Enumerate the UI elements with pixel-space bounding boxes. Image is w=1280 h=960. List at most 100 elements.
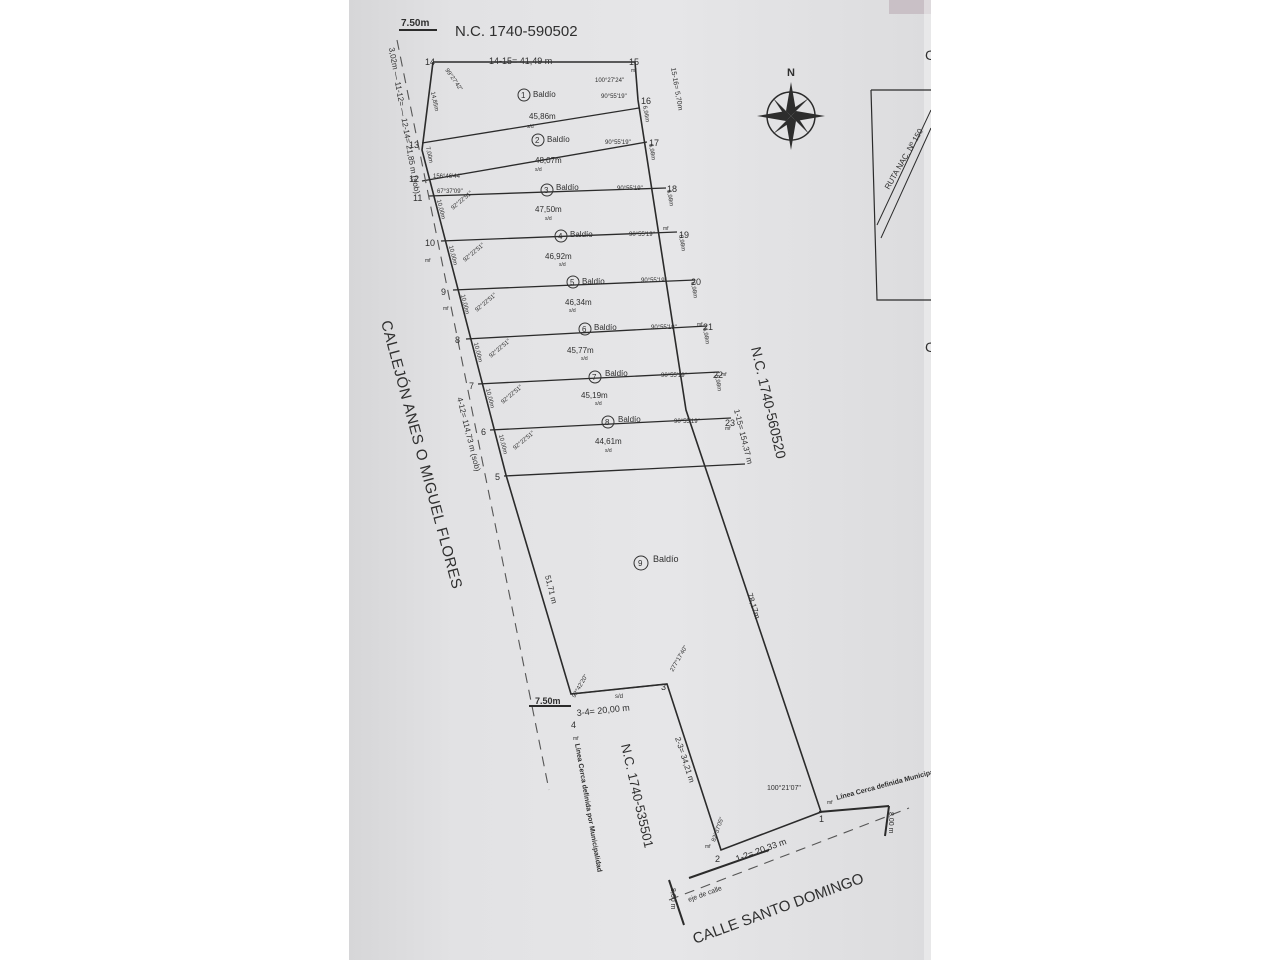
dim-1-2: 1-2= 20,33 m xyxy=(734,836,788,864)
svg-text:Baldío: Baldío xyxy=(556,183,579,192)
svg-text:mf: mf xyxy=(663,226,669,232)
svg-text:18: 18 xyxy=(667,184,677,194)
dim-8m-right: 8,00 m xyxy=(887,812,894,834)
angle-top-left: 99°27'42" xyxy=(443,68,463,92)
svg-text:10: 10 xyxy=(425,238,435,248)
dim-top: 14-15= 41,49 m xyxy=(489,56,552,66)
svg-text:7,00m: 7,00m xyxy=(424,146,433,164)
svg-text:4: 4 xyxy=(558,232,563,241)
svg-text:mf: mf xyxy=(697,322,703,328)
svg-text:6,98m: 6,98m xyxy=(689,281,698,298)
svg-text:90°55'19": 90°55'19" xyxy=(601,94,627,100)
svg-text:mf: mf xyxy=(443,306,449,312)
svg-text:21: 21 xyxy=(703,322,713,332)
svg-text:22: 22 xyxy=(713,370,723,380)
svg-text:2: 2 xyxy=(535,136,540,145)
svg-text:5: 5 xyxy=(495,472,500,482)
angle-3: 277°17'40" xyxy=(670,645,690,673)
svg-text:45,19m: 45,19m xyxy=(581,391,608,400)
svg-text:3: 3 xyxy=(544,186,549,195)
svg-text:15: 15 xyxy=(629,57,639,67)
vertex-labels: 14 13 12 11 10 9 8 7 6 5 15 16 17 18 19 … xyxy=(409,57,824,864)
neighbor-top: N.C. 1740-590502 xyxy=(455,23,578,40)
lot-7: 7 Baldío 45,19m xyxy=(581,369,628,400)
angle-4: 92°42'20" xyxy=(572,674,590,699)
svg-text:92°22'51": 92°22'51" xyxy=(512,430,536,451)
angle-1: 100°21'07" xyxy=(767,784,801,792)
dim-left-main: 4-12= 114,73 m (sob) xyxy=(455,396,482,472)
svg-text:19: 19 xyxy=(679,230,689,240)
lot-5: 5 Baldío 46,34m xyxy=(565,275,605,307)
dim-left-top: 3,02m — 11-12= — 12-14= 21,85 m (sob) xyxy=(387,47,422,195)
lot-2: 2 Baldío 48,07m xyxy=(531,133,570,165)
frontage-top-note: 7.50m xyxy=(401,18,429,29)
svg-text:6: 6 xyxy=(481,427,486,437)
angle-2: 82°37'05" xyxy=(711,816,725,842)
sd-marks: s/d s/d s/d s/d s/d s/d s/d s/d s/d xyxy=(527,124,623,700)
route-label: RUTA NAC. Nº 150 xyxy=(883,127,925,191)
paper-wear xyxy=(889,0,931,14)
svg-text:10,00m: 10,00m xyxy=(435,199,446,220)
svg-text:47,50m: 47,50m xyxy=(535,205,562,214)
svg-text:s/d: s/d xyxy=(615,694,623,700)
svg-text:s/d: s/d xyxy=(545,216,552,222)
lot-9: 9 Baldío xyxy=(633,554,679,571)
dim-lot9-right: 78,17m xyxy=(745,592,762,620)
svg-text:mf: mf xyxy=(631,68,637,74)
svg-text:92°22'51": 92°22'51" xyxy=(488,338,512,359)
svg-text:90°55'19": 90°55'19" xyxy=(674,419,700,425)
angle-11: 67°37'09" xyxy=(437,189,463,195)
svg-text:s/d: s/d xyxy=(535,167,542,173)
svg-text:s/d: s/d xyxy=(605,448,612,454)
lot-1: 1 Baldío 45,86m xyxy=(517,88,556,121)
dim-2-3: 2-3= 34,21 m xyxy=(673,736,696,784)
svg-text:46,92m: 46,92m xyxy=(545,252,572,261)
svg-text:1: 1 xyxy=(521,91,526,100)
svg-text:46,34m: 46,34m xyxy=(565,298,592,307)
lot-6: 6 Baldío 45,77m xyxy=(567,322,617,355)
svg-text:6,98m: 6,98m xyxy=(713,374,722,391)
axis-note: eje de calle xyxy=(687,885,723,904)
survey-plan-sheet: RUTA NAC. Nº 150 C C N 7.50m N.C. 1740-5… xyxy=(349,0,931,960)
svg-text:mf: mf xyxy=(721,372,727,378)
compass-letter: N xyxy=(787,67,795,79)
dim-3-4: 3-4= 20,00 m xyxy=(576,702,630,718)
lot-widths: 14,85m 7,00m 10,00m 10,00m 10,00m 10,00m… xyxy=(424,91,722,455)
north-arrow-icon: N xyxy=(757,67,825,150)
svg-text:7: 7 xyxy=(592,373,597,382)
svg-text:6: 6 xyxy=(582,325,587,334)
svg-text:90°55'19": 90°55'19" xyxy=(651,325,677,331)
neighbor-bottom: N.C. 1740-535501 xyxy=(618,742,657,849)
dim-right-top: 15-16= 5,70m xyxy=(669,67,683,111)
svg-text:90°55'19": 90°55'19" xyxy=(617,186,643,192)
svg-text:mf: mf xyxy=(705,844,711,850)
svg-text:17: 17 xyxy=(649,138,659,148)
svg-text:1: 1 xyxy=(819,814,824,824)
line-note-right: Línea Cerca definida Municipalidad xyxy=(836,765,931,802)
svg-text:4: 4 xyxy=(571,720,576,730)
svg-text:8: 8 xyxy=(605,418,610,427)
svg-text:2: 2 xyxy=(715,854,720,864)
dim-8m-left: 8,00 m xyxy=(669,888,676,910)
route-box: RUTA NAC. Nº 150 C C xyxy=(870,47,931,355)
svg-text:s/d: s/d xyxy=(527,124,534,130)
parcel-outline xyxy=(421,61,823,852)
frontage-markers xyxy=(399,29,890,926)
svg-text:7: 7 xyxy=(469,381,474,391)
svg-text:45,77m: 45,77m xyxy=(567,346,594,355)
svg-text:mf: mf xyxy=(827,800,833,806)
svg-text:mf: mf xyxy=(425,258,431,264)
svg-text:12: 12 xyxy=(409,174,419,184)
svg-text:6,98m: 6,98m xyxy=(701,327,710,344)
svg-text:90°55'19": 90°55'19" xyxy=(641,278,667,284)
lot-8: 8 Baldío 44,61m xyxy=(595,415,641,446)
svg-text:Baldío: Baldío xyxy=(533,90,556,99)
svg-text:92°22'51": 92°22'51" xyxy=(474,292,498,313)
svg-text:11: 11 xyxy=(413,193,422,203)
svg-text:Baldío: Baldío xyxy=(594,323,617,332)
svg-text:6,96m: 6,96m xyxy=(641,105,650,122)
lot-divider-lines xyxy=(421,107,746,695)
svg-text:s/d: s/d xyxy=(569,308,576,314)
svg-text:Baldío: Baldío xyxy=(582,277,605,286)
